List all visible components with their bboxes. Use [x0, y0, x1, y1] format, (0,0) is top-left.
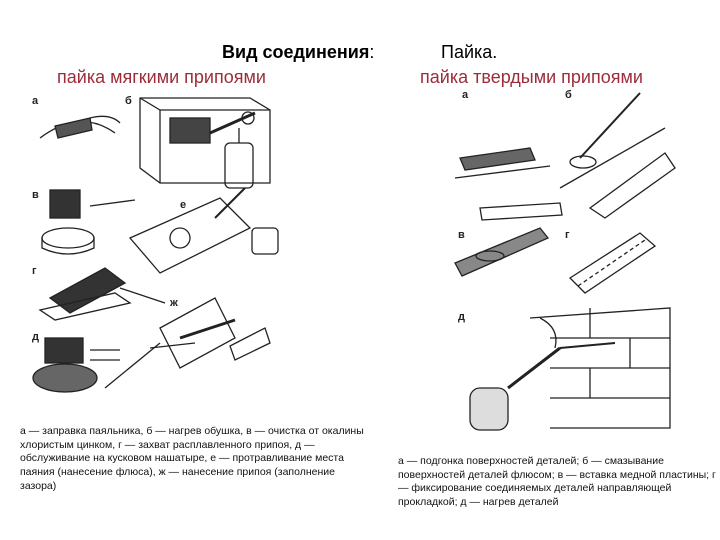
- svg-text:а: а: [32, 95, 39, 107]
- svg-text:г: г: [32, 265, 37, 277]
- svg-text:а: а: [462, 89, 469, 101]
- svg-text:в: в: [458, 229, 465, 241]
- caption-soft-solder: а — заправка паяльника, б — нагрев обушк…: [20, 425, 364, 492]
- svg-text:д: д: [458, 311, 465, 323]
- svg-text:б: б: [565, 89, 572, 101]
- page-title: Вид соединения:: [222, 42, 374, 63]
- title-right: Пайка.: [441, 42, 498, 62]
- subtitle-hard-solder: пайка твердыми припоями: [420, 67, 643, 87]
- svg-text:в: в: [32, 189, 39, 201]
- svg-text:д: д: [32, 331, 39, 343]
- hard-soldering-drawing: а б в г д: [454, 89, 676, 431]
- subtitle-soft-solder: пайка мягкими припоями: [57, 67, 266, 87]
- hard-soldering-illustration: а б в г д: [440, 88, 680, 443]
- svg-text:г: г: [565, 229, 570, 241]
- title-colon: :: [369, 42, 375, 62]
- svg-text:б: б: [125, 95, 132, 107]
- svg-text:ж: ж: [169, 297, 178, 309]
- soft-soldering-illustration: а б в е г ж д: [20, 88, 370, 406]
- svg-text:е: е: [180, 199, 186, 211]
- soft-soldering-drawing: а б в е г ж д: [32, 95, 279, 393]
- title-bold: Вид соединения: [222, 42, 370, 62]
- caption-hard-solder: а — подгонка поверхностей деталей; б — с…: [398, 455, 716, 509]
